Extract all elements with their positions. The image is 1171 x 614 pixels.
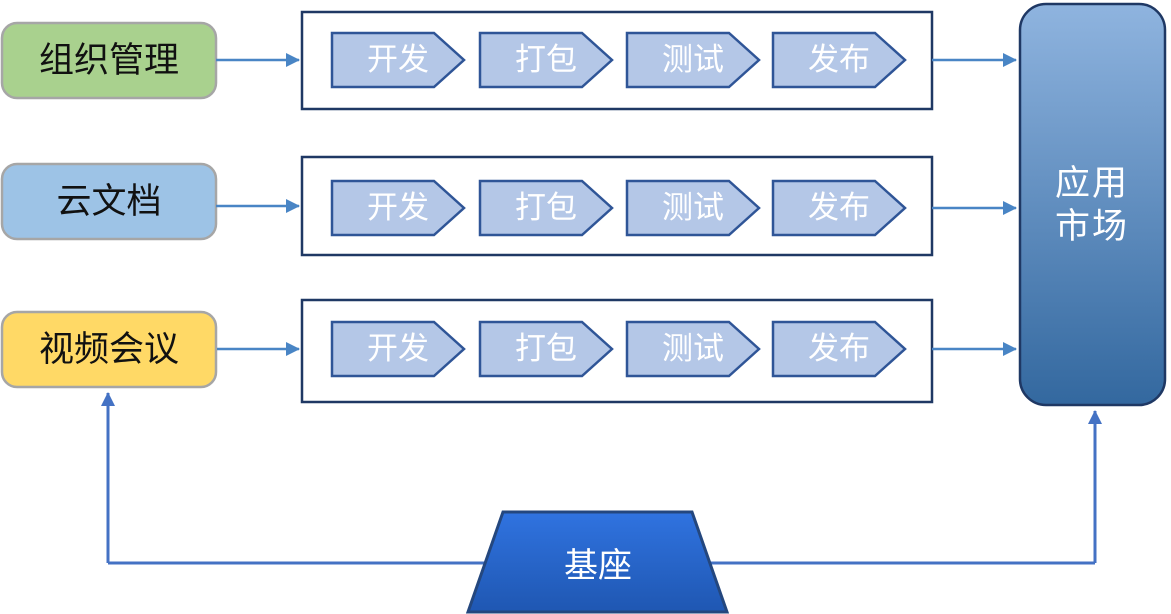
stage-develop-row3 <box>330 320 466 378</box>
source-label-video-meeting: 视频会议 <box>39 330 179 370</box>
stage-label: 打包 <box>515 331 577 367</box>
stage-label: 测试 <box>662 42 724 78</box>
stage-label: 测试 <box>662 190 724 226</box>
stage-develop-row2 <box>330 179 466 237</box>
stage-release-row2 <box>771 179 907 237</box>
source-box-video-meeting <box>0 310 218 389</box>
stage-label: 发布 <box>808 190 870 226</box>
pipeline-row-3 <box>300 298 934 404</box>
stage-package-row2 <box>478 179 614 237</box>
base-trapezoid <box>465 510 730 614</box>
stage-label: 测试 <box>662 331 724 367</box>
stage-label: 发布 <box>808 331 870 367</box>
base-label: 基座 <box>564 546 632 586</box>
app-market-label-line1: 应用 <box>1055 164 1129 204</box>
stage-package-row1 <box>478 31 614 89</box>
stage-test-row3 <box>625 320 761 378</box>
app-market-label-line2: 市场 <box>1055 207 1129 247</box>
app-market-box <box>1018 2 1167 407</box>
stage-label: 开发 <box>367 42 429 78</box>
stage-release-row3 <box>771 320 907 378</box>
stage-label: 发布 <box>808 42 870 78</box>
pipeline-row-2 <box>300 155 934 257</box>
stage-label: 开发 <box>367 190 429 226</box>
stage-label: 打包 <box>515 42 577 78</box>
stage-test-row1 <box>625 31 761 89</box>
source-label-cloud-docs: 云文档 <box>56 182 161 222</box>
stage-package-row3 <box>478 320 614 378</box>
stage-release-row1 <box>771 31 907 89</box>
stage-label: 开发 <box>367 331 429 367</box>
stage-develop-row1 <box>330 31 466 89</box>
source-label-org-management: 组织管理 <box>39 41 179 81</box>
stage-label: 打包 <box>515 190 577 226</box>
source-box-cloud-docs <box>0 162 218 241</box>
stage-test-row2 <box>625 179 761 237</box>
